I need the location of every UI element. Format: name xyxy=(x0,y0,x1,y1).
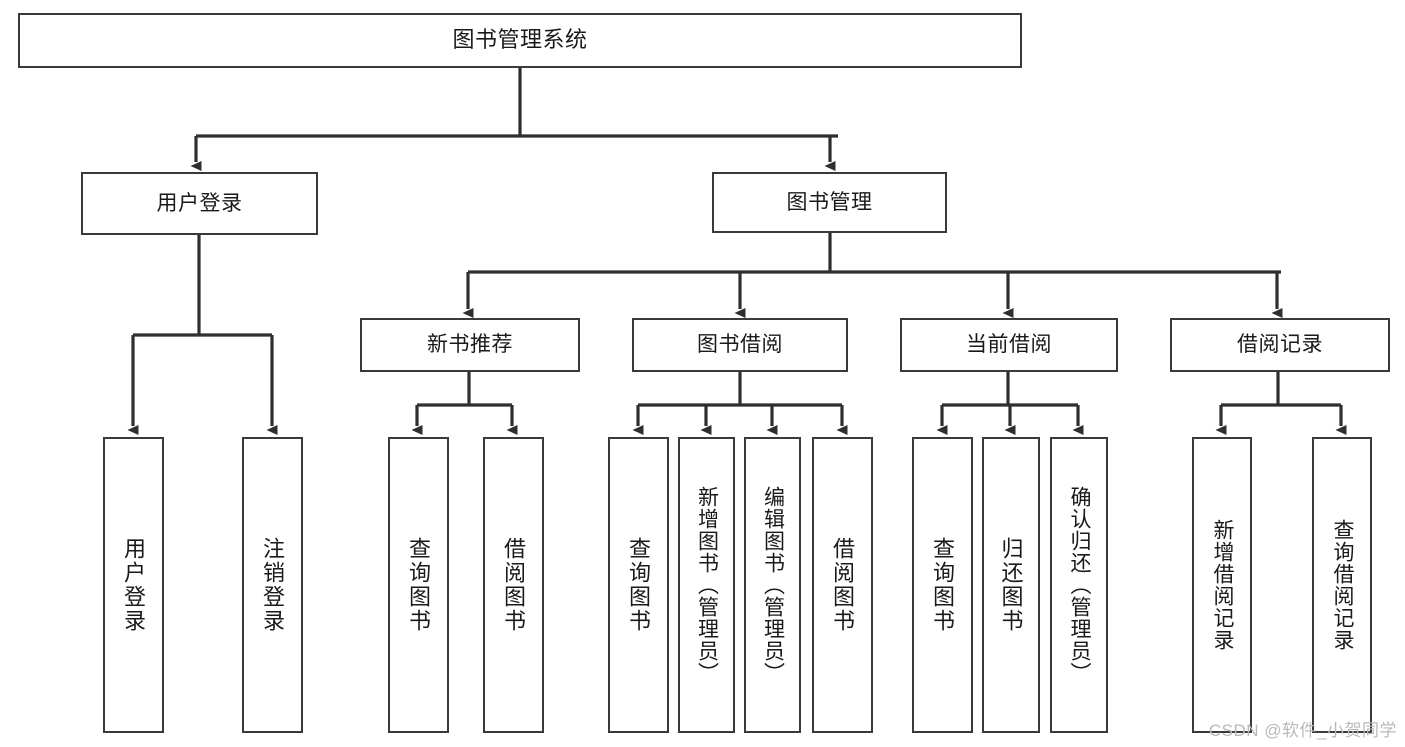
node-label: 借阅记录 xyxy=(1237,333,1323,357)
node-leaf-query-record[interactable]: 查询借阅记录 xyxy=(1312,437,1372,733)
node-leaf-user-login[interactable]: 用户登录 xyxy=(103,437,164,733)
node-label: 归还图书 xyxy=(998,537,1024,633)
node-new-book-rec[interactable]: 新书推荐 xyxy=(360,318,580,372)
node-label: 图书管理 xyxy=(786,190,873,214)
node-label: 新书推荐 xyxy=(427,333,513,357)
node-label: 新增图书（管理员） xyxy=(695,486,719,684)
node-label: 借阅图书 xyxy=(830,537,856,633)
node-leaf-return-book[interactable]: 归还图书 xyxy=(982,437,1040,733)
node-label: 查询图书 xyxy=(406,537,432,633)
node-label: 当前借阅 xyxy=(966,333,1052,357)
node-borrow-record[interactable]: 借阅记录 xyxy=(1170,318,1390,372)
node-book-manage[interactable]: 图书管理 xyxy=(712,172,947,233)
node-label: 用户登录 xyxy=(156,191,243,215)
node-label: 查询图书 xyxy=(626,537,652,633)
node-book-borrow[interactable]: 图书借阅 xyxy=(632,318,848,372)
node-label: 用户登录 xyxy=(121,537,147,633)
node-label: 图书借阅 xyxy=(697,333,783,357)
node-leaf-add-book[interactable]: 新增图书（管理员） xyxy=(678,437,735,733)
node-leaf-borrow-book-2[interactable]: 借阅图书 xyxy=(812,437,873,733)
node-label: 查询图书 xyxy=(930,537,956,633)
node-leaf-edit-book[interactable]: 编辑图书（管理员） xyxy=(744,437,801,733)
node-label: 确认归还（管理员） xyxy=(1068,486,1092,684)
node-leaf-query-book-3[interactable]: 查询图书 xyxy=(912,437,973,733)
csdn-watermark: CSDN @软件_小贺同学 xyxy=(1208,721,1397,740)
node-user-login[interactable]: 用户登录 xyxy=(81,172,318,235)
node-label: 新增借阅记录 xyxy=(1211,519,1235,651)
node-leaf-confirm-return[interactable]: 确认归还（管理员） xyxy=(1050,437,1108,733)
node-label: 编辑图书（管理员） xyxy=(761,486,785,684)
node-leaf-add-record[interactable]: 新增借阅记录 xyxy=(1192,437,1252,733)
node-label: 借阅图书 xyxy=(501,537,527,633)
node-leaf-logout[interactable]: 注销登录 xyxy=(242,437,303,733)
node-leaf-query-book-2[interactable]: 查询图书 xyxy=(608,437,669,733)
node-leaf-query-book-1[interactable]: 查询图书 xyxy=(388,437,449,733)
node-label: 查询借阅记录 xyxy=(1331,519,1355,651)
node-label: 注销登录 xyxy=(260,537,286,633)
node-leaf-borrow-book-1[interactable]: 借阅图书 xyxy=(483,437,544,733)
node-label: 图书管理系统 xyxy=(452,27,588,53)
node-root-system[interactable]: 图书管理系统 xyxy=(18,13,1022,68)
node-current-borrow[interactable]: 当前借阅 xyxy=(900,318,1118,372)
